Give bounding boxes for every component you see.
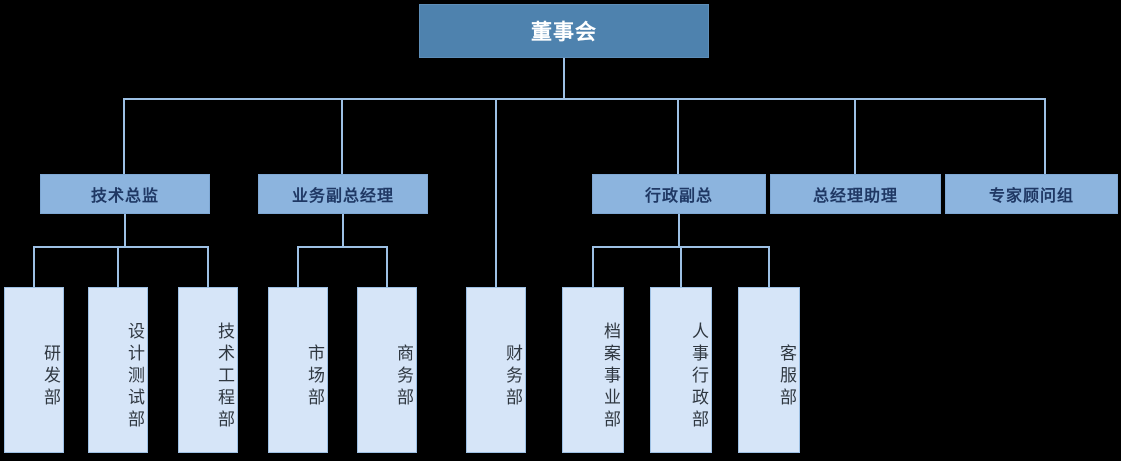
connector-root-drop	[563, 58, 565, 99]
connector-admin-stem	[678, 214, 680, 247]
connector-drop-customer-service-dept	[768, 246, 770, 287]
connector-drop-tech-engineering-dept	[207, 246, 209, 287]
connector-drop-tech-director	[123, 98, 125, 174]
node-label: 客服部	[777, 344, 796, 410]
connector-drop-marketing-dept	[297, 246, 299, 287]
node-commerce-dept[interactable]: 商务部	[357, 287, 417, 453]
connector-drop-finance-dept	[495, 98, 497, 287]
node-label: 财务部	[503, 344, 522, 410]
node-label: 技术总监	[90, 188, 159, 205]
node-archives-division[interactable]: 档案事业部	[562, 287, 624, 453]
node-admin-vp[interactable]: 行政副总	[592, 174, 766, 214]
node-label: 市场部	[305, 344, 324, 410]
node-expert-advisory-group[interactable]: 专家顾问组	[945, 174, 1118, 214]
node-label: 专家顾问组	[988, 188, 1074, 205]
node-label: 设计测试部	[125, 322, 144, 432]
connector-business-bus	[297, 246, 388, 248]
node-tech-engineering-dept[interactable]: 技术工程部	[178, 287, 238, 453]
node-business-vp[interactable]: 业务副总经理	[258, 174, 428, 214]
node-label: 技术工程部	[215, 322, 234, 432]
node-label: 人事行政部	[689, 322, 708, 432]
connector-drop-hr-admin-dept	[680, 246, 682, 287]
node-hr-admin-dept[interactable]: 人事行政部	[650, 287, 712, 453]
connector-drop-rd-dept	[33, 246, 35, 287]
node-board-of-directors[interactable]: 董事会	[419, 4, 709, 58]
connector-drop-archives-division	[592, 246, 594, 287]
node-marketing-dept[interactable]: 市场部	[268, 287, 328, 453]
node-tech-director[interactable]: 技术总监	[40, 174, 210, 214]
connector-tech-bus	[33, 246, 209, 248]
node-rd-dept[interactable]: 研发部	[4, 287, 64, 453]
node-label: 商务部	[394, 344, 413, 410]
node-finance-dept[interactable]: 财务部	[466, 287, 526, 453]
node-label: 总经理助理	[812, 188, 898, 205]
node-label: 业务副总经理	[291, 188, 394, 205]
connector-drop-expert-group	[1044, 98, 1046, 174]
connector-root-bus	[123, 98, 1046, 100]
connector-drop-business-vp	[341, 98, 343, 174]
connector-drop-commerce-dept	[386, 246, 388, 287]
node-label: 行政副总	[644, 188, 713, 205]
node-label: 档案事业部	[601, 322, 620, 432]
connector-drop-admin-vp	[677, 98, 679, 174]
connector-business-stem	[342, 214, 344, 247]
connector-drop-gm-assistant	[854, 98, 856, 174]
node-design-test-dept[interactable]: 设计测试部	[88, 287, 148, 453]
node-gm-assistant[interactable]: 总经理助理	[770, 174, 941, 214]
node-customer-service-dept[interactable]: 客服部	[738, 287, 800, 453]
node-label: 研发部	[41, 344, 60, 410]
node-label: 董事会	[531, 21, 597, 44]
connector-drop-design-test-dept	[117, 246, 119, 287]
connector-tech-stem	[124, 214, 126, 247]
